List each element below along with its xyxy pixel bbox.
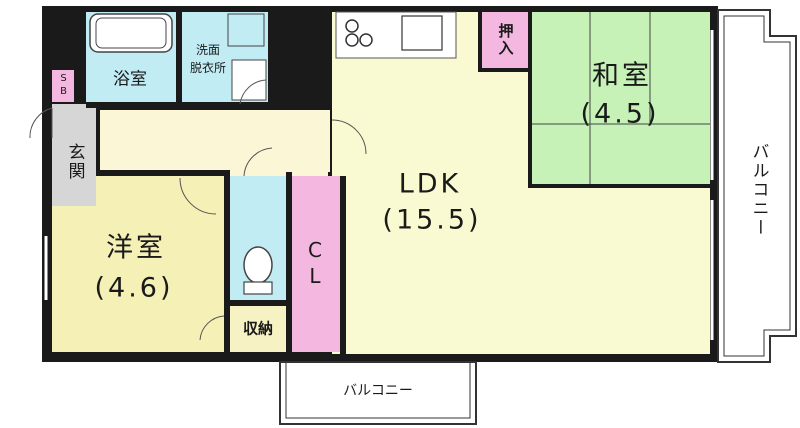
toilet-tank [243,281,273,295]
kitchen-sink [401,15,443,51]
tatami-lines [530,12,710,184]
east-balcony-inner [723,15,791,357]
wash-basin [231,59,267,101]
storage-floor [230,306,286,352]
bathtub [89,13,173,53]
oshiire-floor [482,12,528,68]
door-swings [29,79,367,341]
partitions [46,12,710,354]
toilet-bowl [243,246,273,284]
washing-machine-space [227,13,265,47]
east-balcony [717,9,797,363]
stove-burner-1 [345,19,359,33]
windows [44,30,714,340]
stove-burner-3 [345,33,359,47]
entrance-floor [52,104,96,206]
hallway-floor-2 [230,110,330,172]
stove-burner-2 [359,33,373,47]
bathtub-inner [95,17,167,49]
south-balcony [279,361,477,425]
south-balcony-inner [285,361,471,419]
washitsu-floor [530,12,710,184]
exterior-notch [0,0,42,70]
shoebox-floor [52,70,74,102]
closet-floor [292,176,340,352]
